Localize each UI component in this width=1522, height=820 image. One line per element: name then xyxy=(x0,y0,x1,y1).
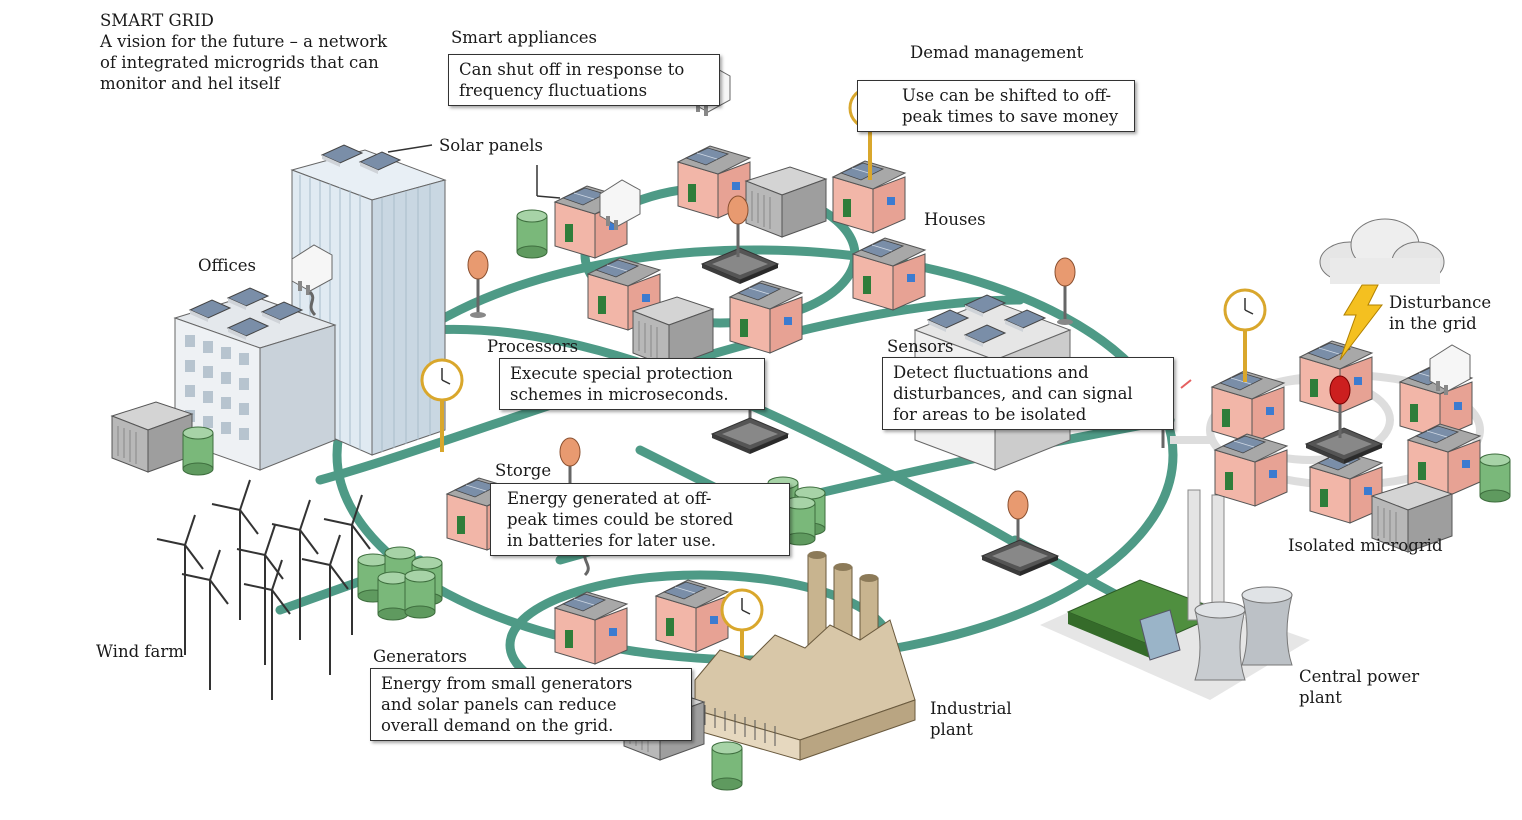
central-power-plant xyxy=(1040,489,1310,700)
label-storage: Storge xyxy=(495,461,552,480)
processor-chip-right xyxy=(981,539,1059,577)
label-smart-appliances: Smart appliances xyxy=(451,28,598,47)
callout-processors-line-2: schemes in microseconds. xyxy=(510,385,729,404)
label-wind-farm: Wind farm xyxy=(96,642,184,661)
storm-cloud xyxy=(1319,218,1445,361)
label-generators: Generators xyxy=(373,647,467,666)
callout-processors: Execute special protection schemes in mi… xyxy=(499,358,765,410)
callout-sensors-line-1: Detect fluctuations and xyxy=(893,363,1089,382)
callout-storage: Energy generated at off- peak times coul… xyxy=(490,483,790,556)
generator-tank xyxy=(711,741,743,791)
label-houses: Houses xyxy=(924,210,986,229)
label-industrial-2: plant xyxy=(930,720,973,739)
intro-title: SMART GRID xyxy=(100,11,214,30)
label-demand-management: Demad management xyxy=(910,43,1084,62)
label-isolated-microgrid: Isolated microgrid xyxy=(1288,536,1443,555)
label-processors: Processors xyxy=(487,337,579,356)
label-disturbance-1: Disturbance xyxy=(1389,293,1492,312)
callout-generators-line-3: overall demand on the grid. xyxy=(381,716,614,735)
callout-sensors-line-2: disturbances, and can signal xyxy=(893,384,1133,403)
windfarm-tanks xyxy=(357,546,443,621)
office-block xyxy=(173,287,337,471)
callout-storage-line-3: in batteries for later use. xyxy=(507,531,717,550)
callout-smart-appliances: Can shut off in response to frequency fl… xyxy=(448,54,720,106)
label-disturbance-2: in the grid xyxy=(1389,314,1477,333)
label-sensors: Sensors xyxy=(887,337,954,356)
offices-tank xyxy=(182,426,214,476)
label-solar-panels: Solar panels xyxy=(439,136,544,155)
isolated-alarm xyxy=(1329,375,1351,438)
label-offices: Offices xyxy=(198,256,256,275)
offices-generator xyxy=(111,401,193,473)
processor-chip-mid xyxy=(711,417,789,455)
intro-text: SMART GRID A vision for the future – a n… xyxy=(100,10,387,94)
intro-line-3: monitor and hel itself xyxy=(100,74,280,93)
callout-processors-line-1: Execute special protection xyxy=(510,364,733,383)
label-central-power-2: plant xyxy=(1299,688,1342,707)
callout-sensors-line-3: for areas to be isolated xyxy=(893,405,1087,424)
label-central-power-1: Central power xyxy=(1299,667,1420,686)
callout-demand-management: Use can be shifted to off- peak times to… xyxy=(857,80,1135,132)
callout-generators: Energy from small generators and solar p… xyxy=(370,668,692,741)
factory xyxy=(694,551,916,761)
callout-demand-management-line-1: Use can be shifted to off- xyxy=(902,86,1112,105)
callout-sensors: Detect fluctuations and disturbances, an… xyxy=(882,357,1174,430)
callout-storage-line-1: Energy generated at off- xyxy=(507,489,712,508)
callout-smart-appliances-line-2: frequency fluctuations xyxy=(459,81,648,100)
callout-demand-management-line-2: peak times to save money xyxy=(902,107,1119,126)
label-industrial-1: Industrial xyxy=(930,699,1012,718)
callout-generators-line-2: and solar panels can reduce xyxy=(381,695,617,714)
isolated-clock xyxy=(1223,288,1267,384)
callout-generators-line-1: Energy from small generators xyxy=(381,674,633,693)
callout-smart-appliances-line-1: Can shut off in response to xyxy=(459,60,685,79)
intro-line-1: A vision for the future – a network xyxy=(100,32,388,51)
intro-line-2: of integrated microgrids that can xyxy=(100,53,379,72)
callout-storage-line-2: peak times could be stored xyxy=(507,510,734,529)
